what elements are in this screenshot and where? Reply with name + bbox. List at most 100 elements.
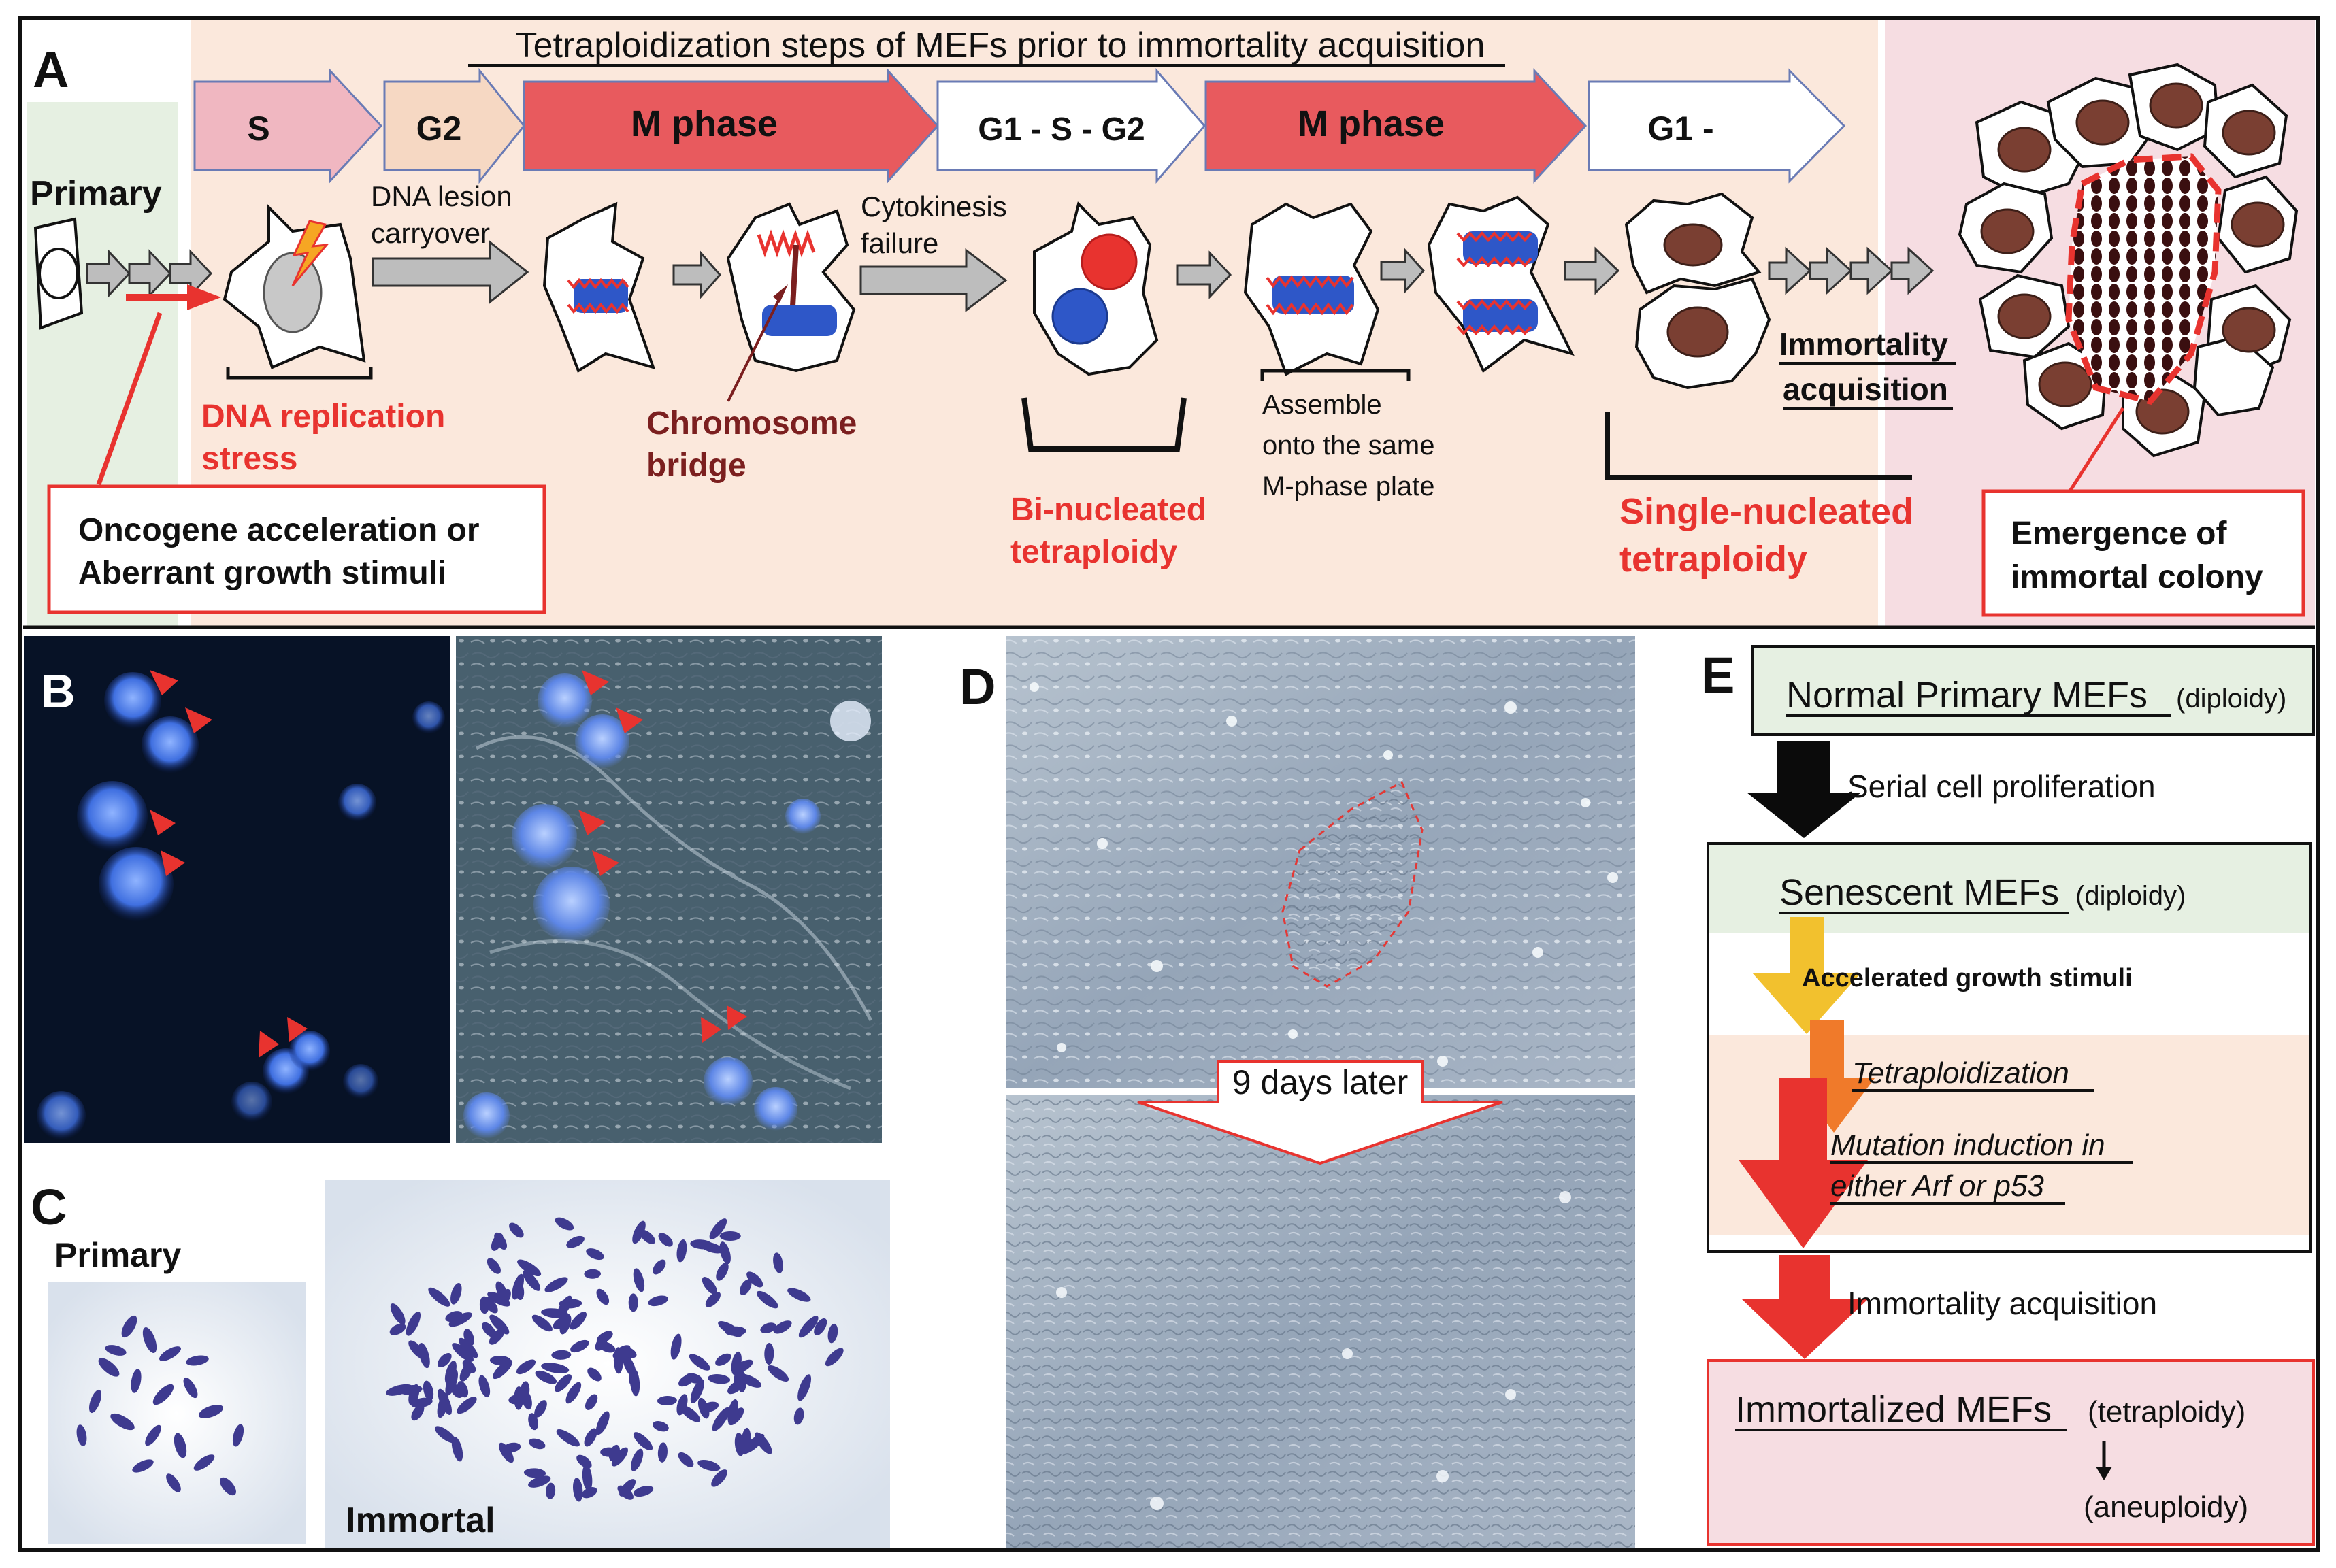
serial-proliferation-label: Serial cell proliferation: [1847, 769, 2156, 804]
chromosome: [406, 1311, 421, 1336]
chromosome: [657, 1395, 677, 1406]
panel-a-title: Tetraploidization steps of MEFs prior to…: [516, 26, 1485, 65]
phase-m2-label: M phase: [1298, 103, 1445, 144]
phase-g1sg2-label: G1 - S - G2: [978, 112, 1145, 148]
immortalized-box: [1707, 1359, 2315, 1546]
normal-mefs-title: Normal Primary MEFs: [1786, 675, 2148, 716]
gray-arrow-icon: [1564, 246, 1620, 295]
oncogene-box: [47, 484, 546, 614]
red-down-arrow-icon: [1739, 1078, 1868, 1248]
cell-binucleated: [1033, 201, 1159, 376]
chromosome: [685, 1373, 703, 1384]
chromosome: [620, 1346, 637, 1358]
colony-box: [1981, 489, 2305, 617]
single-nucleated-line1: Single-nucleated: [1619, 491, 1913, 532]
cytokinesis-line2: failure: [861, 227, 938, 259]
chromosome: [445, 1369, 459, 1396]
chromosome: [495, 1281, 508, 1302]
chromosome: [434, 1426, 456, 1444]
phase-arrow-g1: G1 -: [1588, 68, 1846, 184]
chromosome: [572, 1478, 583, 1502]
yellow-arrow-icon: [1752, 917, 1861, 1034]
chromosome: [705, 1292, 721, 1307]
chromosome: [587, 1367, 602, 1382]
chromosome: [555, 1374, 572, 1392]
nine-days-arrow: 9 days later: [1137, 1060, 1503, 1165]
immortalized-title: Immortalized MEFs: [1735, 1389, 2052, 1430]
chromosome: [731, 1359, 753, 1374]
chromosome: [489, 1328, 505, 1345]
chromosome-bridge-line2: bridge: [646, 448, 746, 484]
chromosome: [596, 1331, 613, 1344]
assemble-line3: M-phase plate: [1262, 471, 1434, 501]
red-arrowheads-b1: [150, 670, 308, 1058]
normal-mefs-box: [1751, 645, 2315, 736]
mutation-line2: either Arf or p53: [1830, 1169, 2044, 1203]
colony-outline: [1281, 780, 1424, 988]
chromosome: [633, 1486, 654, 1497]
chromosome: [608, 1444, 620, 1461]
chromosome: [491, 1233, 504, 1251]
immortal-colony: [1958, 63, 2299, 458]
chromosome: [540, 1308, 569, 1318]
chromosome: [631, 1448, 644, 1471]
chromosome: [565, 1382, 582, 1404]
chromosome: [596, 1288, 610, 1305]
tetraploidy-note: (tetraploidy): [2088, 1395, 2245, 1429]
immortal-metaphase-image: [325, 1180, 890, 1548]
chromosome: [689, 1354, 710, 1371]
chromosome: [764, 1343, 774, 1365]
cell-metaphase-1: [542, 201, 656, 373]
chromosome: [697, 1459, 721, 1471]
chromosome: [581, 1487, 597, 1499]
chromosome: [584, 1269, 601, 1279]
chromosome: [544, 1277, 568, 1292]
red-arrow-icon: [96, 284, 221, 486]
chromosome: [553, 1316, 569, 1330]
single-nucleated-line2: tetraploidy: [1619, 539, 1807, 580]
chromosome: [716, 1263, 729, 1281]
phase-arrow-m1: M phase: [523, 68, 940, 184]
chromosome: [773, 1252, 783, 1273]
chromosome: [585, 1394, 598, 1410]
replication-stress-line2: stress: [201, 441, 297, 477]
chromosome: [411, 1404, 425, 1421]
cell-daughters: [1624, 192, 1771, 390]
chromosome: [408, 1384, 420, 1405]
red-down-arrow-icon: [1742, 1255, 1868, 1359]
phase-arrow-s: S: [193, 68, 383, 184]
chromosome: [459, 1337, 478, 1358]
chromosome: [541, 1363, 570, 1373]
chromosome: [632, 1220, 646, 1244]
chromosome: [452, 1343, 474, 1362]
chromosome: [760, 1322, 776, 1333]
colony-line1: Emergence of: [2011, 516, 2227, 552]
assemble-line1: Assemble: [1262, 390, 1382, 420]
chromosome: [390, 1303, 406, 1325]
chromosome: [509, 1222, 524, 1238]
oncogene-line1: Oncogene acceleration or: [78, 512, 480, 548]
chromosome: [489, 1314, 510, 1335]
chromosome: [715, 1353, 731, 1366]
chromosome: [512, 1273, 525, 1300]
lightning-icon: [291, 220, 329, 286]
chromosome: [586, 1248, 604, 1261]
chromosome: [528, 1475, 551, 1488]
chromosome: [546, 1482, 556, 1499]
chromosome-bridge-line1: Chromosome: [646, 405, 857, 441]
primary-cell: [33, 217, 84, 330]
chromosome: [611, 1447, 628, 1467]
chromosome: [523, 1468, 546, 1478]
assemble-line2: onto the same: [1262, 431, 1435, 461]
chromosome: [570, 1339, 589, 1353]
gray-arrow-icon: [1380, 248, 1426, 294]
red-arrowheads-b2: [578, 670, 747, 1043]
chromosome: [493, 1359, 513, 1380]
chromosome: [670, 1333, 682, 1360]
chromosome: [827, 1323, 838, 1344]
panel-e: E Normal Primary MEFs (diploidy) Serial …: [1701, 645, 2315, 1546]
chromosome: [702, 1277, 717, 1295]
oncogene-line2: Aberrant growth stimuli: [78, 555, 446, 591]
chromosome: [727, 1399, 738, 1424]
chromosome: [617, 1485, 634, 1500]
